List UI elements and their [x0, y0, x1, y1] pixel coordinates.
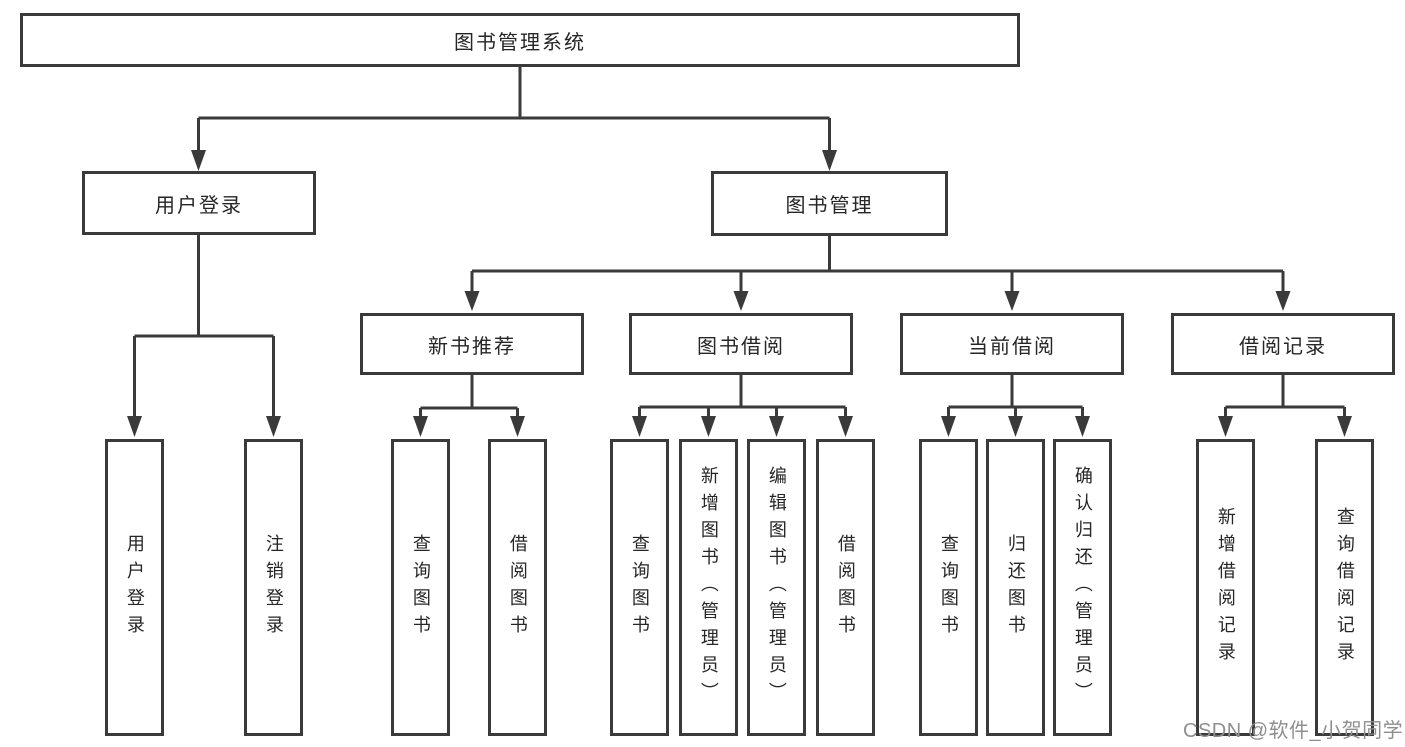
arrow-down-icon [266, 416, 281, 437]
arrow-down-icon [1004, 291, 1020, 311]
connector-lines [133, 67, 1346, 416]
arrow-down-icon [510, 416, 525, 437]
leaf-current-query-book: 查询图书 [919, 439, 978, 736]
arrow-down-icon [464, 291, 480, 311]
leaf-borrow-borrow-book: 借阅图书 [816, 439, 875, 736]
node-new-book-recommend-label: 新书推荐 [428, 335, 516, 358]
watermark-text: CSDN @软件_小贺同学 [1183, 720, 1404, 742]
arrow-down-icon [1008, 416, 1023, 437]
leaf-current-return-book: 归还图书 [986, 439, 1045, 736]
arrow-down-icon [701, 416, 716, 437]
node-book-management: 图书管理 [711, 171, 948, 236]
connector-user-login [133, 235, 275, 416]
arrow-down-icon [632, 416, 647, 437]
connector-borrow-records [1224, 375, 1346, 416]
leaf-recommend-query-book: 查询图书 [391, 439, 450, 736]
connector-root [197, 67, 831, 150]
node-root: 图书管理系统 [20, 13, 1020, 67]
node-root-label: 图书管理系统 [454, 31, 586, 54]
node-book-borrow: 图书借阅 [629, 313, 853, 375]
leaf-user-login: 用户登录 [105, 439, 164, 736]
arrow-down-icon [822, 150, 837, 171]
node-borrow-records: 借阅记录 [1171, 313, 1395, 375]
arrow-down-icon [1337, 416, 1352, 437]
node-book-management-label: 图书管理 [785, 195, 874, 217]
leaf-borrow-query-book: 查询图书 [610, 439, 669, 736]
connector-book-management [470, 236, 1285, 291]
connector-new-book-recommend [419, 375, 519, 416]
arrow-down-icon [941, 416, 956, 437]
arrow-down-icon [1075, 416, 1090, 437]
leaf-current-confirm-return: 确认归还（管理员） [1053, 439, 1112, 736]
arrow-down-icon [1218, 416, 1233, 437]
leaf-records-query-record: 查询借阅记录 [1315, 439, 1374, 736]
leaf-borrow-add-book: 新增图书（管理员） [679, 439, 738, 736]
arrow-down-icon [127, 416, 142, 437]
leaf-recommend-borrow-book: 借阅图书 [488, 439, 547, 736]
arrow-down-icon [1275, 291, 1291, 311]
arrow-down-icon [733, 291, 749, 311]
node-book-borrow-label: 图书借阅 [697, 335, 785, 358]
node-borrow-records-label: 借阅记录 [1239, 335, 1327, 358]
connector-book-borrow [638, 375, 847, 416]
node-user-login-label: 用户登录 [155, 194, 243, 217]
node-user-login: 用户登录 [82, 171, 316, 235]
node-current-borrow: 当前借阅 [900, 313, 1124, 375]
leaf-records-add-record: 新增借阅记录 [1196, 439, 1255, 736]
arrow-down-icon [769, 416, 784, 437]
arrow-down-icon [838, 416, 853, 437]
node-current-borrow-label: 当前借阅 [968, 335, 1056, 358]
connector-current-borrow [947, 375, 1084, 416]
node-new-book-recommend: 新书推荐 [360, 313, 584, 375]
arrow-down-icon [413, 416, 428, 437]
leaf-borrow-edit-book: 编辑图书（管理员） [747, 439, 806, 736]
leaf-logout: 注销登录 [244, 439, 303, 736]
arrow-down-icon [191, 150, 206, 171]
arrowheads [127, 150, 1352, 437]
